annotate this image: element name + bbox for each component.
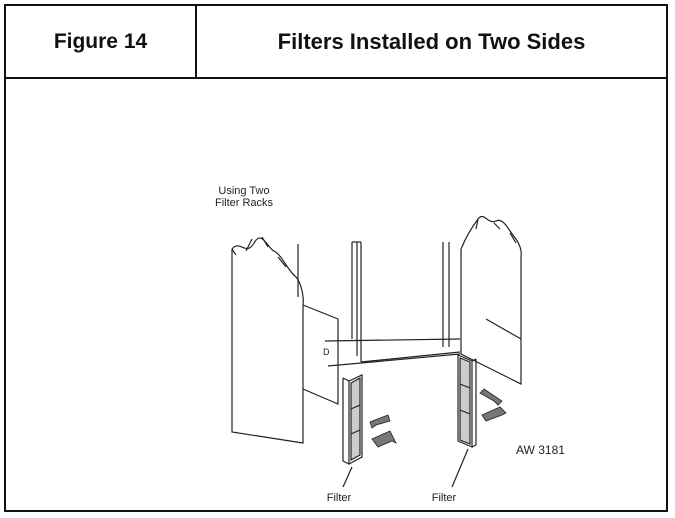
airflow-arrow-icon <box>481 406 507 422</box>
caption-line-2: Filter Racks <box>215 197 274 209</box>
right-filter-rack <box>457 354 477 448</box>
caption-line-1: Using Two <box>218 185 269 197</box>
left-filter-leader <box>342 466 353 488</box>
right-cabinet <box>460 215 522 385</box>
left-filter-label: Filter <box>327 492 352 504</box>
door-label: D <box>323 347 330 357</box>
right-filter-label: Filter <box>432 492 457 504</box>
figure-frame: Figure 14 Filters Installed on Two Sides <box>4 4 668 512</box>
airflow-arrow-icon <box>479 388 503 406</box>
left-filter-rack <box>342 374 363 466</box>
figure-number: Figure 14 <box>6 6 197 77</box>
center-frame <box>324 241 461 367</box>
figure-header: Figure 14 Filters Installed on Two Sides <box>6 6 666 79</box>
airflow-arrow-icon <box>371 430 397 448</box>
right-filter-leader <box>451 448 469 488</box>
figure-title: Filters Installed on Two Sides <box>277 28 586 54</box>
airflow-arrow-icon <box>369 414 391 429</box>
filter-installation-diagram: Using Two Filter Racks D Filter Filter A… <box>215 185 565 504</box>
left-cabinet <box>231 236 339 444</box>
drawing-code: AW 3181 <box>516 443 565 457</box>
